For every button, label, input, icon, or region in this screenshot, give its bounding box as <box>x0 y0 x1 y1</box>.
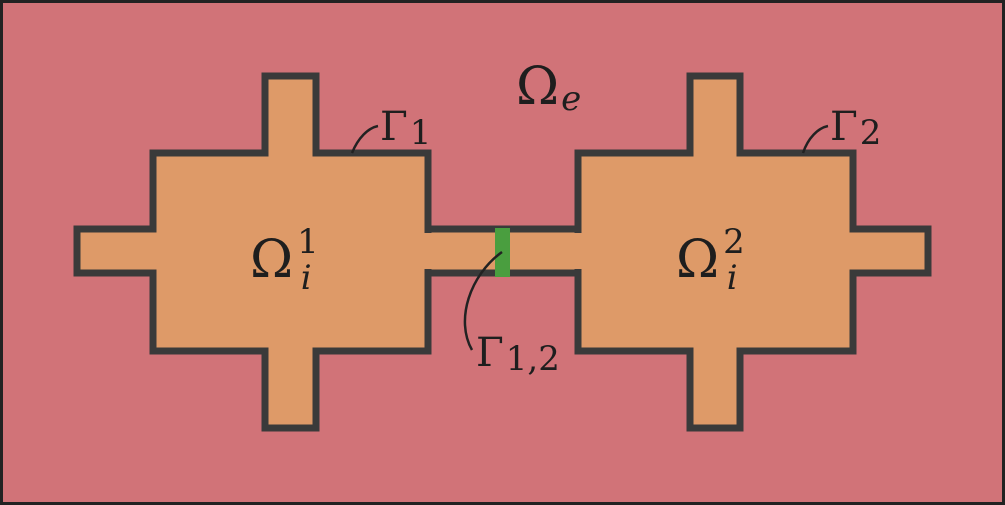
cell-1-domain <box>73 72 432 432</box>
cell-2-domain <box>574 72 932 432</box>
channel-join-left <box>424 233 434 269</box>
gamma12-pointer <box>463 250 503 351</box>
membrane-1-label: Γ1 <box>380 104 431 153</box>
gap-junction <box>495 228 510 277</box>
junction-label: Γ1,2 <box>476 330 560 379</box>
exterior-label: Ωe <box>516 57 581 119</box>
channel-join-right <box>573 233 583 269</box>
gamma2-pointer <box>801 124 829 154</box>
membrane-2-label: Γ2 <box>830 104 881 153</box>
gamma1-pointer <box>350 124 379 154</box>
